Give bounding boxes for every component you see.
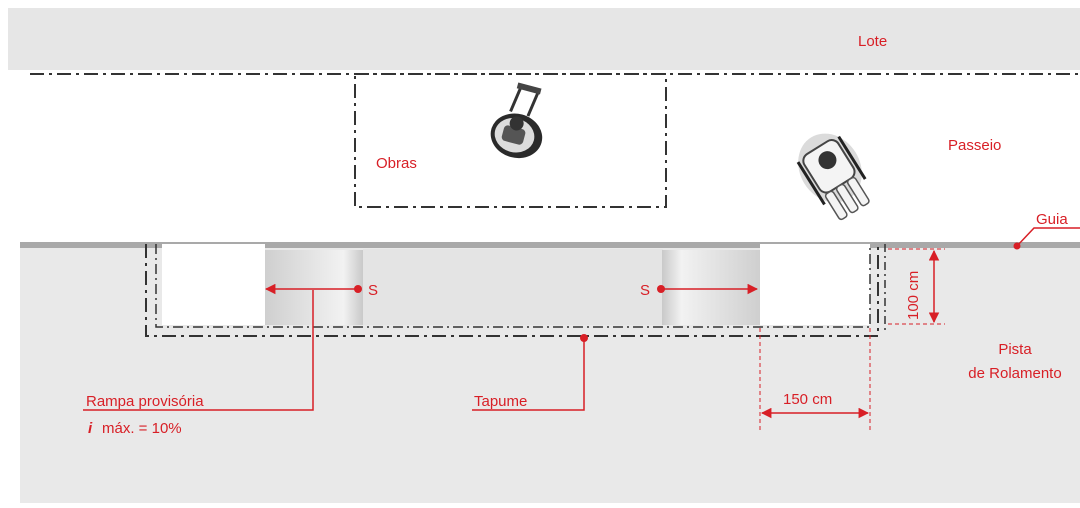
- s-marker-left-dot: [354, 285, 362, 293]
- dim-height-label: 100 cm: [905, 271, 922, 320]
- tapume-leader: [472, 338, 585, 411]
- hoarding-outer: [145, 244, 879, 337]
- s-label-right: S: [640, 282, 650, 299]
- obras-label: Obras: [376, 155, 417, 172]
- s-marker-right-dot: [657, 285, 665, 293]
- wheelchair-user-icon: [490, 82, 543, 159]
- hoarding-inner: [155, 244, 871, 328]
- ramp-left: [265, 250, 363, 325]
- walkway-box-left: [162, 244, 265, 325]
- guia-leader: [1016, 227, 1080, 247]
- wheelchair-user-icon: [796, 133, 870, 221]
- sidewalk-area: [8, 70, 1080, 244]
- walkway-box-right: [760, 244, 870, 325]
- walkway-middle: [363, 249, 663, 325]
- pista-label-line1: Pista: [998, 341, 1032, 358]
- rampa-leader: [83, 290, 314, 411]
- pista-label-line2: de Rolamento: [968, 365, 1061, 382]
- lote-label: Lote: [858, 33, 887, 50]
- slope-value: máx. = 10%: [102, 420, 182, 437]
- curb-line: [20, 242, 1080, 248]
- works-area-outline: [354, 73, 667, 208]
- slope-symbol: i: [88, 420, 93, 437]
- passeio-label: Passeio: [948, 137, 1001, 154]
- lot-area: [8, 8, 1080, 70]
- rampa-label: Rampa provisória: [86, 393, 204, 410]
- s-label-left: S: [368, 282, 378, 299]
- guia-label: Guia: [1036, 211, 1068, 228]
- tapume-label: Tapume: [474, 393, 527, 410]
- ramp-right: [662, 250, 760, 325]
- dim-width-label: 150 cm: [783, 391, 832, 408]
